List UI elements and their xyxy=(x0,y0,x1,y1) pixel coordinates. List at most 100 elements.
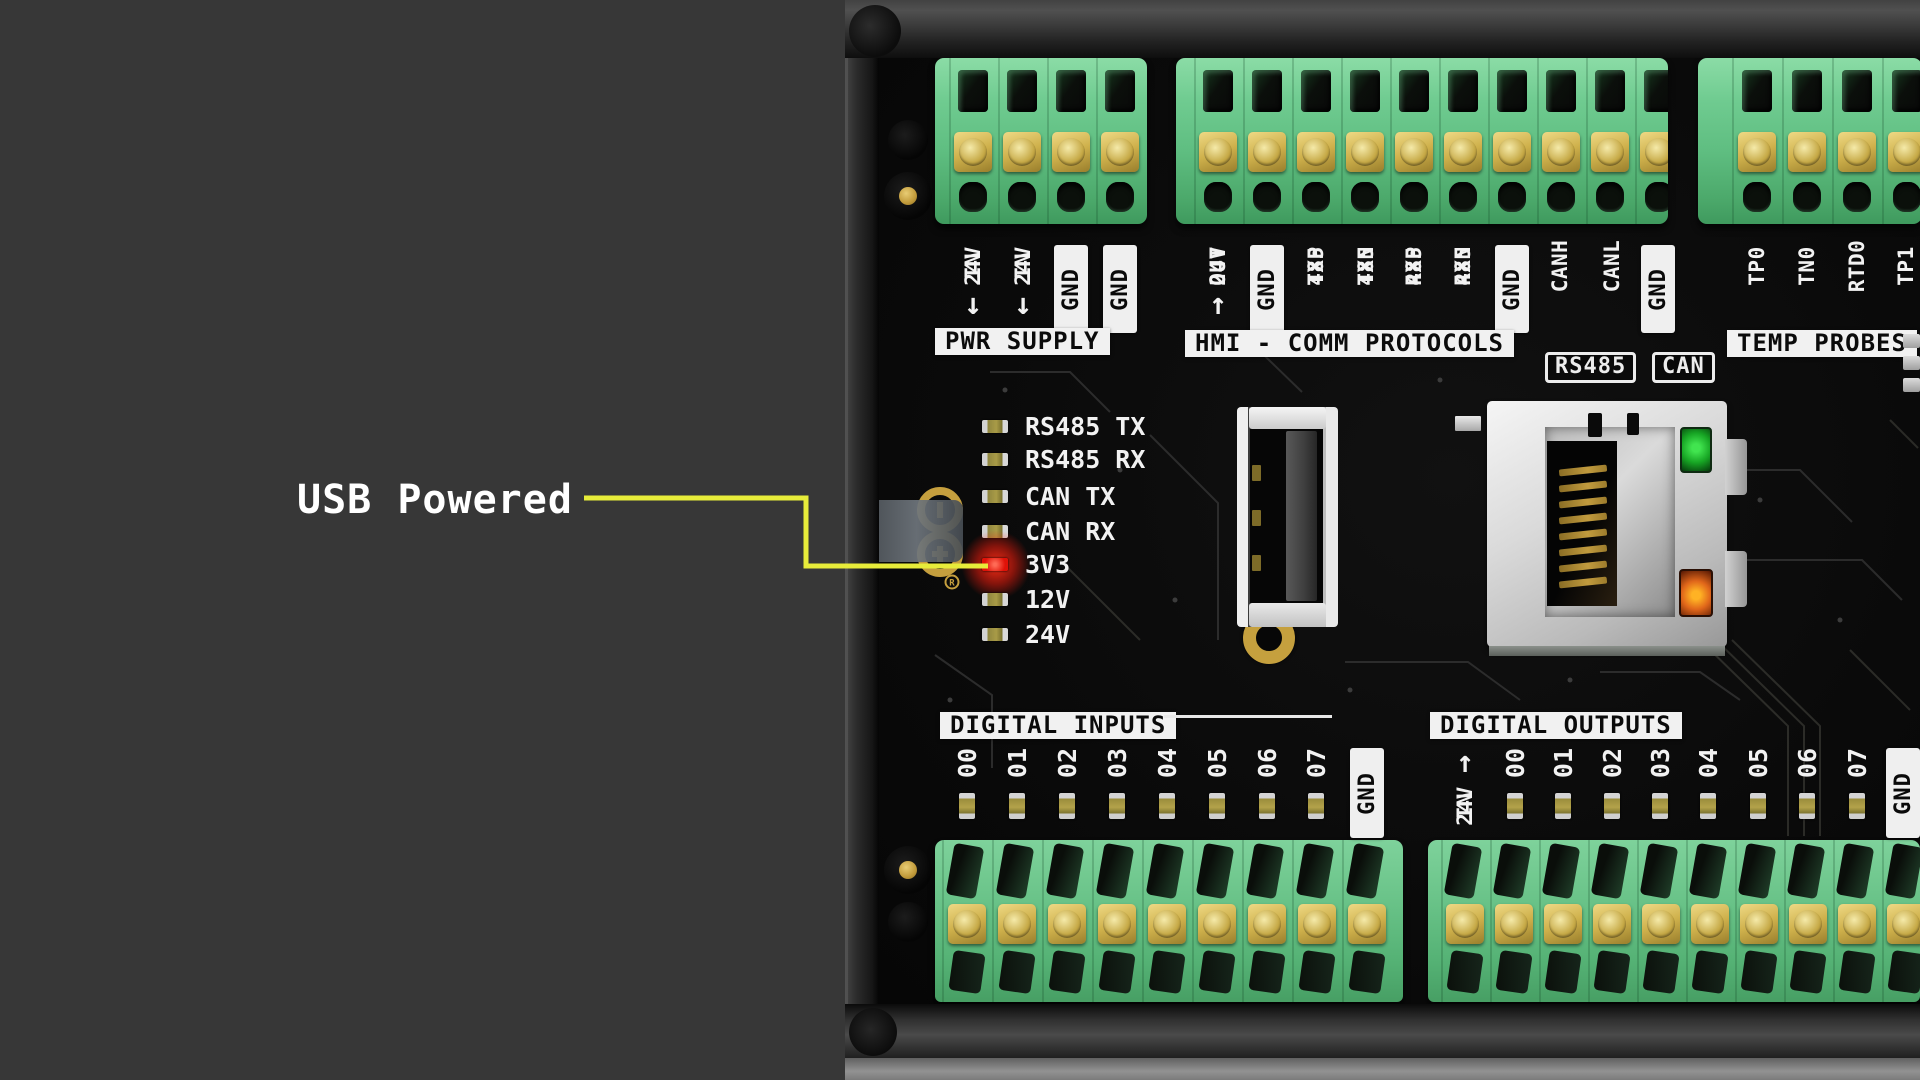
status-led-24v xyxy=(982,628,1008,641)
gnd-badge: GND xyxy=(1103,245,1137,333)
terminal-block-power xyxy=(935,58,1147,224)
do-led xyxy=(1555,793,1571,819)
terminal-pin-slot xyxy=(942,840,992,1002)
do-label-04: 04 xyxy=(1693,747,1723,779)
di-label-03: 03 xyxy=(1102,747,1132,779)
gnd-badge: GND xyxy=(1886,748,1920,838)
di-label-00: 00 xyxy=(952,747,982,779)
do-label-02: 02 xyxy=(1597,747,1627,779)
do-led xyxy=(1750,793,1766,819)
terminal-pin-slot xyxy=(1833,840,1882,1002)
do-label-06: 06 xyxy=(1792,747,1822,779)
status-led-label: RS485 TX xyxy=(1025,412,1146,441)
terminal-pin-slot xyxy=(1439,58,1488,224)
di-led xyxy=(959,793,975,819)
terminal-pin-slot xyxy=(1735,840,1784,1002)
arrow-down-icon: ↓ xyxy=(1013,287,1033,322)
status-led-label: 12V xyxy=(1025,585,1071,614)
latch-notch xyxy=(1627,413,1639,435)
terminal-pin-slot xyxy=(1243,58,1292,224)
terminal-pin-slot xyxy=(1390,58,1439,224)
usb-shell-bottom xyxy=(1249,603,1326,627)
terminal-pin-slot xyxy=(1341,58,1390,224)
do-led xyxy=(1507,793,1523,819)
section-badge-digital-inputs: DIGITAL INPUTS xyxy=(940,712,1177,739)
ethernet-led-green xyxy=(1680,427,1712,473)
terminal-pin-slot xyxy=(1292,58,1341,224)
terminal-pin-slot xyxy=(1242,840,1292,1002)
terminal-pin-slot xyxy=(1586,58,1635,224)
do-led xyxy=(1700,793,1716,819)
latch-notch xyxy=(1588,413,1602,437)
mounting-hole xyxy=(884,846,932,894)
terminal-pin-slot xyxy=(1342,840,1392,1002)
di-label-05: 05 xyxy=(1202,747,1232,779)
mounting-hole xyxy=(884,172,932,220)
terminal-pin-slot xyxy=(1537,58,1586,224)
terminal-pin-slot xyxy=(1539,840,1588,1002)
terminal-pin-slot xyxy=(1092,840,1142,1002)
arrow-down-icon: ↓ xyxy=(963,287,983,322)
terminal-pin-slot xyxy=(1732,58,1782,224)
terminal-pin-slot xyxy=(992,840,1042,1002)
terminal-block-temp-probes xyxy=(1698,58,1920,224)
status-led-3v3 xyxy=(982,558,1008,571)
do-label-03: 03 xyxy=(1645,747,1675,779)
do-led xyxy=(1652,793,1668,819)
silkscreen-line xyxy=(1164,715,1332,718)
di-led xyxy=(1109,793,1125,819)
ethernet-port xyxy=(1487,401,1747,656)
status-led-label: 24V xyxy=(1025,620,1071,649)
ethernet-led-orange xyxy=(1679,569,1713,617)
solder-pad xyxy=(1903,378,1920,392)
do-label-00: 00 xyxy=(1500,747,1530,779)
terminal-pin-slot xyxy=(1292,840,1342,1002)
do-label-01: 01 xyxy=(1548,747,1578,779)
gnd-badge: GND xyxy=(1641,245,1675,333)
di-led xyxy=(1059,793,1075,819)
di-led xyxy=(1009,793,1025,819)
di-label-06: 06 xyxy=(1252,747,1282,779)
badge-rs485: RS485 xyxy=(1545,352,1637,383)
di-label-04: 04 xyxy=(1152,747,1182,779)
terminal-pin-slot xyxy=(1488,58,1537,224)
gold-pad xyxy=(899,861,917,879)
gnd-badge: GND xyxy=(1350,748,1384,838)
shield-tab xyxy=(1725,439,1747,495)
section-badge-hmi-comm: HMI - COMM PROTOCOLS xyxy=(1185,330,1514,357)
section-badge-pwr-supply: PWR SUPPLY xyxy=(935,328,1110,355)
section-badge-digital-outputs: DIGITAL OUTPUTS xyxy=(1430,712,1682,739)
annotation-usb-powered: USB Powered xyxy=(297,477,573,523)
enclosure-top-rail xyxy=(845,0,1920,58)
terminal-pin-slot xyxy=(1784,840,1833,1002)
terminal-pin-slot xyxy=(1637,840,1686,1002)
usb-tongue xyxy=(1286,431,1317,601)
di-led xyxy=(1308,793,1324,819)
terminal-pin-slot xyxy=(1832,58,1882,224)
pin-label-tp1: TP1 xyxy=(1894,246,1918,286)
terminal-pin-slot xyxy=(1490,840,1539,1002)
status-led-label: RS485 RX xyxy=(1025,445,1146,474)
gnd-badge: GND xyxy=(1054,245,1088,333)
do-label-07: 07 xyxy=(1842,747,1872,779)
section-badge-temp-probes: TEMP PROBES xyxy=(1727,330,1917,357)
mounting-hole xyxy=(888,120,928,160)
terminal-pin-slot xyxy=(1782,58,1832,224)
terminal-pin-slot xyxy=(1635,58,1668,224)
di-led xyxy=(1259,793,1275,819)
di-label-02: 02 xyxy=(1052,747,1082,779)
di-label-07: 07 xyxy=(1301,747,1331,779)
mounting-hole xyxy=(888,902,928,942)
do-label-05: 05 xyxy=(1743,747,1773,779)
terminal-pin-slot xyxy=(1096,58,1145,224)
terminal-pin-slot xyxy=(1042,840,1092,1002)
terminal-block-digital-in xyxy=(935,840,1403,1002)
usb-contact xyxy=(1252,555,1261,571)
do-led xyxy=(1849,793,1865,819)
di-label-01: 01 xyxy=(1002,747,1032,779)
enclosure-bottom-lip xyxy=(845,1058,1920,1080)
shield-tab xyxy=(1725,551,1747,607)
terminal-pin-slot xyxy=(1192,840,1242,1002)
